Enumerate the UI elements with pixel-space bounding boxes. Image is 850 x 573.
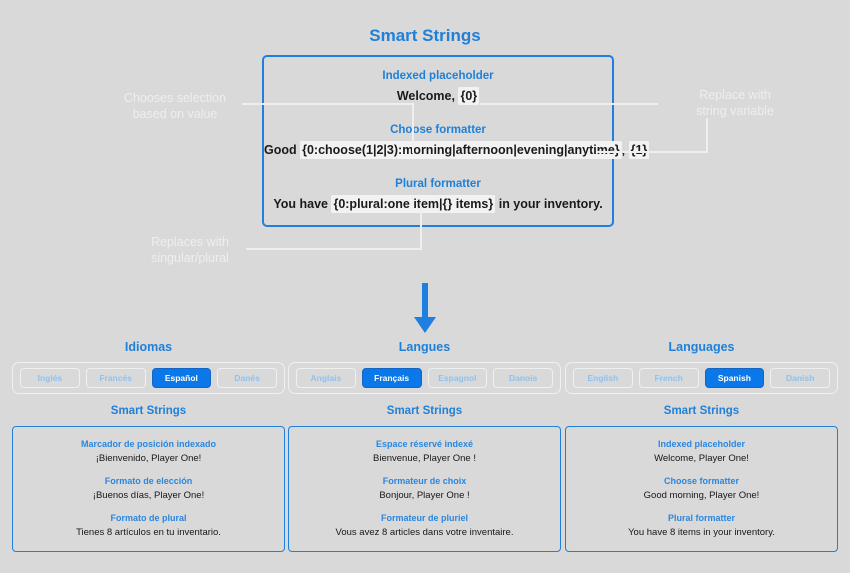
language-selector-title-english: Languages <box>668 340 735 354</box>
segment-button-espagnol[interactable]: Espagnol <box>427 368 488 388</box>
result-section-label: Formateur de pluriel <box>380 513 469 523</box>
connector-left-top-vertical <box>412 103 414 153</box>
result-card-spanish: Marcador de posición indexado ¡Bienvenid… <box>12 426 285 552</box>
annotation-replaces-singular-plural: Replaces with singular/plural <box>151 235 229 265</box>
result-section: Choose formatter Good morning, Player On… <box>574 476 829 501</box>
result-section-label: Choose formatter <box>663 476 739 486</box>
result-section: Formateur de pluriel Vous avez 8 article… <box>297 513 552 538</box>
result-section-value: You have 8 items in your inventory. <box>628 527 775 538</box>
segment-button-spanish[interactable]: Spanish <box>704 368 765 388</box>
diagram-panel: Indexed placeholder Welcome, {0} Choose … <box>262 55 650 227</box>
result-card-english: Indexed placeholder Welcome, Player One!… <box>565 426 838 552</box>
language-selector-english: Languages English French Spanish Danish <box>565 340 838 394</box>
connector-right-bottom-vertical <box>706 118 708 153</box>
result-section-label: Espace réservé indexé <box>375 439 474 449</box>
choose-mid: , <box>621 143 629 157</box>
page-title: Smart Strings <box>369 26 481 45</box>
diagram-row-label-indexed: Indexed placeholder <box>382 70 494 82</box>
plural-prefix: You have <box>273 197 332 211</box>
result-section-value: Bonjour, Player One ! <box>379 490 470 501</box>
result-section-label: Indexed placeholder <box>657 439 746 449</box>
indexed-placeholder-token: {0} <box>458 87 480 105</box>
result-section-label: Formato de elección <box>104 476 193 486</box>
result-card-title-french: Smart Strings <box>386 405 463 417</box>
segment-button-danish[interactable]: Danish <box>770 368 830 388</box>
result-card-column-english: Smart Strings Indexed placeholder Welcom… <box>565 405 838 552</box>
segment-button-french[interactable]: French <box>638 368 699 388</box>
annotation-replace-with-variable: Replace with string variable <box>696 88 774 118</box>
diagram-row-string-plural: You have {0:plural:one item|{} items} in… <box>264 195 612 213</box>
segment-button-frances[interactable]: Francés <box>85 368 146 388</box>
diagram-row-label-choose: Choose formatter <box>390 124 486 136</box>
segment-button-danois[interactable]: Danois <box>493 368 553 388</box>
connector-left-bottom-vertical <box>420 206 422 250</box>
result-card-title-english: Smart Strings <box>663 405 740 417</box>
result-section: Espace réservé indexé Bienvenue, Player … <box>297 439 552 464</box>
result-section: Marcador de posición indexado ¡Bienvenid… <box>21 439 276 464</box>
result-section: Indexed placeholder Welcome, Player One! <box>574 439 829 464</box>
segment-button-ingles[interactable]: Inglés <box>20 368 80 388</box>
indexed-prefix: Welcome, <box>396 89 459 103</box>
result-section-value: ¡Bienvenido, Player One! <box>95 453 202 464</box>
result-section-label: Formateur de choix <box>382 476 467 486</box>
result-card-column-spanish: Smart Strings Marcador de posición index… <box>12 405 285 552</box>
segment-button-english[interactable]: English <box>573 368 633 388</box>
result-section: Formato de elección ¡Buenos días, Player… <box>21 476 276 501</box>
connector-right-top-horizontal <box>480 103 658 105</box>
segment-button-espanol[interactable]: Español <box>151 368 212 388</box>
segment-button-anglais[interactable]: Anglais <box>296 368 356 388</box>
result-section-value: Tienes 8 artículos en tu inventario. <box>76 527 221 538</box>
segmented-control-french[interactable]: Anglais Français Espagnol Danois <box>288 362 561 394</box>
result-card-column-french: Smart Strings Espace réservé indexé Bien… <box>288 405 561 552</box>
result-section-value: Good morning, Player One! <box>643 490 760 501</box>
result-card-french: Espace réservé indexé Bienvenue, Player … <box>288 426 561 552</box>
result-card-title-spanish: Smart Strings <box>110 405 187 417</box>
language-selector-title-spanish: Idiomas <box>124 340 173 354</box>
language-selector-french: Langues Anglais Français Espagnol Danois <box>288 340 561 394</box>
plural-formatter-token: {0:plural:one item|{} items} <box>331 195 496 213</box>
language-selector-spanish: Idiomas Inglés Francés Español Danés <box>12 340 285 394</box>
plural-suffix: in your inventory. <box>495 197 603 211</box>
segmented-control-spanish[interactable]: Inglés Francés Español Danés <box>12 362 285 394</box>
result-section: Formato de plural Tienes 8 artículos en … <box>21 513 276 538</box>
diagram-row-label-plural: Plural formatter <box>395 178 481 190</box>
result-section-label: Formato de plural <box>110 513 187 523</box>
result-section-value: Vous avez 8 articles dans votre inventai… <box>335 527 514 538</box>
diagram-row-string-indexed: Welcome, {0} <box>264 87 612 105</box>
choose-variable-token: {1} <box>628 141 650 159</box>
segmented-control-english[interactable]: English French Spanish Danish <box>565 362 838 394</box>
result-section-value: Welcome, Player One! <box>654 453 749 464</box>
choose-formatter-token: {0:choose(1|2|3):morning|afternoon|eveni… <box>300 141 622 159</box>
result-section: Formateur de choix Bonjour, Player One ! <box>297 476 552 501</box>
connector-left-bottom-horizontal <box>246 248 422 250</box>
result-section-value: Bienvenue, Player One ! <box>373 453 476 464</box>
segment-button-danes[interactable]: Danés <box>217 368 277 388</box>
result-section-label: Marcador de posición indexado <box>80 439 217 449</box>
result-section-label: Plural formatter <box>667 513 736 523</box>
language-selector-title-french: Langues <box>398 340 451 354</box>
segment-button-francais[interactable]: Français <box>361 368 422 388</box>
choose-prefix: Good <box>264 143 301 157</box>
connector-left-top-horizontal <box>242 103 414 105</box>
result-section: Plural formatter You have 8 items in you… <box>574 513 829 538</box>
diagram-row-string-choose: Good {0:choose(1|2|3):morning|afternoon|… <box>264 141 650 159</box>
result-section-value: ¡Buenos días, Player One! <box>92 490 205 501</box>
annotation-chooses-selection: Chooses selection based on value <box>123 91 227 121</box>
arrow-down-icon-shaft <box>422 283 428 321</box>
arrow-down-icon-head <box>414 317 436 333</box>
connector-right-bottom-horizontal <box>596 151 708 153</box>
